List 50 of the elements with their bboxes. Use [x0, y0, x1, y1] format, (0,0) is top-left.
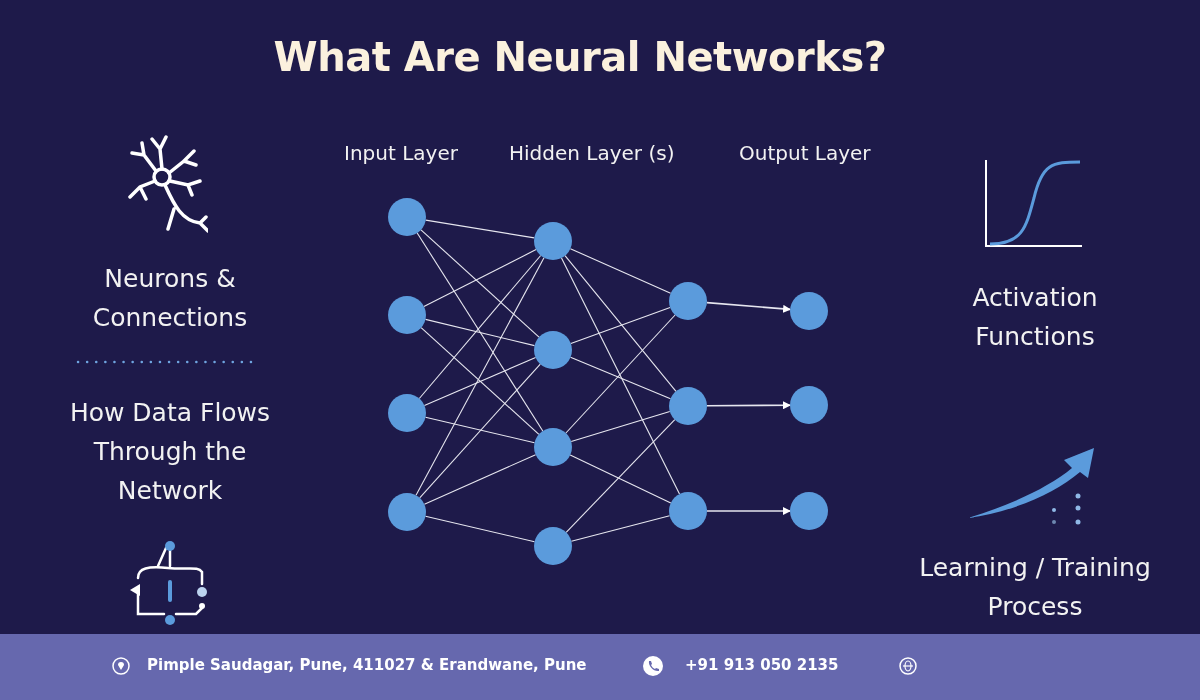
connection-line	[569, 248, 672, 294]
neuron-circle	[669, 387, 707, 425]
connection-line	[565, 419, 676, 533]
connection-line	[423, 249, 537, 307]
connection-line	[424, 318, 536, 347]
connection-line	[416, 232, 544, 432]
neuron-circle	[790, 386, 828, 424]
connection-line	[424, 416, 536, 444]
layer-heading: Hidden Layer (s)	[509, 141, 675, 165]
arrow	[706, 301, 792, 313]
neuron-circle	[388, 394, 426, 432]
connection-line	[570, 410, 671, 443]
layer-heading: Input Layer	[344, 141, 458, 165]
connection-line	[418, 254, 542, 400]
connection-line	[420, 229, 540, 338]
connection-line	[425, 219, 535, 239]
connection-line	[565, 314, 676, 434]
neuron-circle	[669, 282, 707, 320]
connection-line	[423, 356, 537, 407]
section-label: Activation Functions	[971, 282, 1099, 353]
neuron-circle	[534, 428, 572, 466]
connection-line	[420, 327, 540, 435]
neuron-circle	[669, 492, 707, 530]
connection-line	[415, 257, 545, 496]
neuron-circle	[790, 492, 828, 530]
connection-line	[424, 515, 536, 543]
layer-heading: Output Layer	[739, 141, 871, 165]
connection-line	[570, 515, 671, 542]
connection-line	[560, 257, 681, 495]
section-label: Learning / Training Process	[918, 552, 1152, 623]
neuron-circle	[534, 527, 572, 565]
section-label: Neurons & Connections	[91, 263, 249, 334]
address-text: Pimple Saudagar, Pune, 411027 & Erandwane, Pune	[147, 656, 587, 674]
neuron-circle	[388, 296, 426, 334]
neuron-circle	[534, 222, 572, 260]
phone-number: +91 913 050 2135	[685, 656, 839, 674]
neuron-circle	[388, 493, 426, 531]
title: What Are Neural Networks?	[272, 34, 888, 80]
connection-line	[570, 306, 671, 345]
neuron-circle	[388, 198, 426, 236]
connection-line	[564, 255, 677, 392]
connection-line	[569, 356, 672, 400]
connection-line	[423, 454, 537, 505]
neuron-circle	[790, 292, 828, 330]
connection-line	[419, 363, 541, 499]
connection-line	[569, 454, 672, 504]
arrow	[706, 507, 791, 515]
neuron-circle	[534, 331, 572, 369]
arrow	[706, 401, 791, 410]
section-label: How Data Flows Through the Network	[68, 397, 272, 507]
